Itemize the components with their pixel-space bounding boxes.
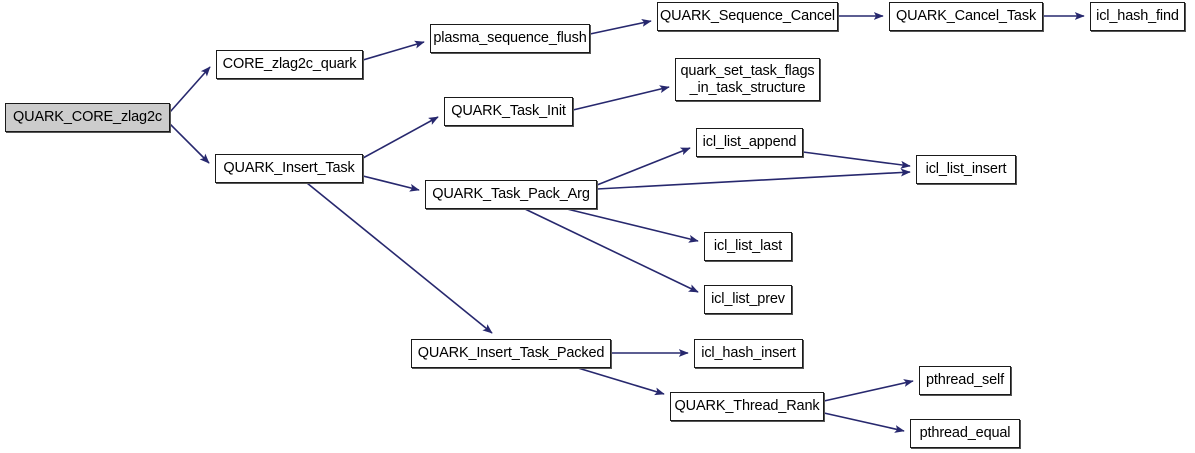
graph-node-label: QUARK_CORE_zlag2c xyxy=(13,109,162,126)
call-edge-quark_task_pack_arg-to-icl_list_insert xyxy=(596,168,911,190)
call-edge-quark_task_init-to-quark_set_task_flags xyxy=(572,85,670,111)
graph-node-icl_hash_insert[interactable]: icl_hash_insert xyxy=(694,339,803,368)
graph-node-label: pthread_self xyxy=(925,372,1004,389)
graph-node-label: quark_set_task_flags _in_task_structure xyxy=(680,63,815,96)
graph-node-quark_thread_rank[interactable]: QUARK_Thread_Rank xyxy=(670,392,824,421)
graph-node-quark_cancel_task[interactable]: QUARK_Cancel_Task xyxy=(889,2,1043,31)
graph-node-label: pthread_equal xyxy=(919,425,1011,442)
graph-node-label: QUARK_Cancel_Task xyxy=(895,8,1037,25)
graph-node-label: icl_hash_insert xyxy=(701,345,796,362)
graph-node-icl_list_last[interactable]: icl_list_last xyxy=(704,232,792,261)
graph-node-label: QUARK_Sequence_Cancel xyxy=(660,8,835,25)
graph-node-core_zlag2c_quark[interactable]: CORE_zlag2c_quark xyxy=(216,50,363,79)
call-edge-quark_insert_task_packed-to-quark_thread_rank xyxy=(577,367,665,396)
graph-node-label: QUARK_Insert_Task_Packed xyxy=(417,345,605,362)
graph-node-pthread_self[interactable]: pthread_self xyxy=(919,366,1011,395)
graph-node-label: QUARK_Insert_Task xyxy=(223,160,355,177)
graph-node-label: icl_list_prev xyxy=(711,291,785,308)
graph-node-label: icl_hash_find xyxy=(1096,8,1179,25)
call-edge-quark_core_zlag2c-to-quark_insert_task xyxy=(169,123,210,164)
call-edge-icl_list_append-to-icl_list_insert xyxy=(802,151,911,169)
graph-node-quark_core_zlag2c[interactable]: QUARK_CORE_zlag2c xyxy=(5,103,170,132)
graph-node-quark_task_init[interactable]: QUARK_Task_Init xyxy=(444,97,573,126)
graph-node-label: icl_list_append xyxy=(702,134,797,151)
graph-node-quark_insert_task_packed[interactable]: QUARK_Insert_Task_Packed xyxy=(411,339,611,368)
call-edge-quark_thread_rank-to-pthread_equal xyxy=(823,412,905,433)
graph-node-quark_sequence_cancel[interactable]: QUARK_Sequence_Cancel xyxy=(657,2,838,31)
call-edge-quark_thread_rank-to-pthread_self xyxy=(823,379,914,402)
graph-node-icl_list_insert[interactable]: icl_list_insert xyxy=(916,155,1016,184)
graph-node-label: icl_list_last xyxy=(713,238,783,255)
graph-node-icl_list_prev[interactable]: icl_list_prev xyxy=(704,285,792,314)
graph-node-label: QUARK_Thread_Rank xyxy=(674,398,820,415)
graph-node-icl_hash_find[interactable]: icl_hash_find xyxy=(1090,2,1185,31)
graph-node-plasma_sequence_flush[interactable]: plasma_sequence_flush xyxy=(430,24,590,53)
graph-node-icl_list_append[interactable]: icl_list_append xyxy=(696,128,803,157)
graph-node-label: QUARK_Task_Pack_Arg xyxy=(432,186,590,203)
call-edge-quark_task_pack_arg-to-icl_list_prev xyxy=(524,208,699,293)
graph-node-label: plasma_sequence_flush xyxy=(433,30,587,47)
call-edge-quark_task_pack_arg-to-icl_list_last xyxy=(566,208,699,243)
call-edge-core_zlag2c_quark-to-plasma_sequence_flush xyxy=(362,40,425,61)
call-edge-quark_core_zlag2c-to-core_zlag2c_quark xyxy=(169,66,211,113)
graph-node-pthread_equal[interactable]: pthread_equal xyxy=(910,419,1020,448)
graph-node-label: icl_list_insert xyxy=(925,161,1007,178)
graph-node-label: QUARK_Task_Init xyxy=(451,103,566,120)
call-edge-quark_task_pack_arg-to-icl_list_append xyxy=(596,147,691,186)
call-edge-plasma_sequence_flush-to-quark_sequence_cancel xyxy=(589,19,652,35)
call-edge-quark_insert_task-to-quark_task_init xyxy=(362,116,439,159)
graph-node-quark_insert_task[interactable]: QUARK_Insert_Task xyxy=(215,154,363,183)
graph-node-quark_task_pack_arg[interactable]: QUARK_Task_Pack_Arg xyxy=(425,180,597,209)
graph-node-label: CORE_zlag2c_quark xyxy=(222,56,357,73)
call-edge-quark_insert_task-to-quark_task_pack_arg xyxy=(362,175,420,192)
graph-node-quark_set_task_flags[interactable]: quark_set_task_flags _in_task_structure xyxy=(675,58,820,101)
